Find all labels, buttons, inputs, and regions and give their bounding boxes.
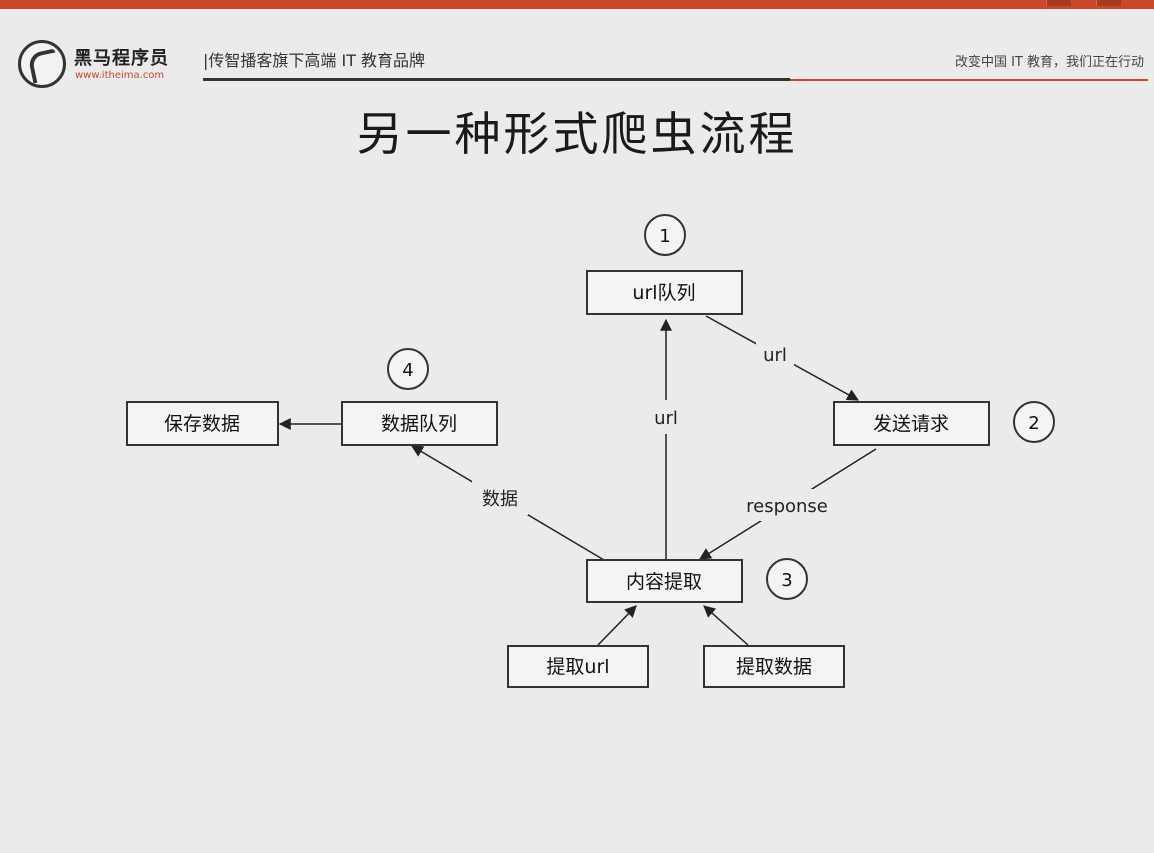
header-divider-accent — [790, 79, 1148, 81]
header-motto: 改变中国 IT 教育，我们正在行动 — [954, 55, 1144, 70]
edge-extract-data-to-content-extract — [703, 605, 749, 646]
brand-name: 黑马程序员 — [74, 48, 169, 69]
node-label-extract-url: 提取url — [546, 656, 609, 678]
close-button[interactable] — [1096, 0, 1121, 6]
node-data-queue: 数据队列 — [341, 401, 498, 446]
window-title-bar — [0, 0, 1154, 9]
brand-logo-icon — [18, 40, 66, 88]
header-divider — [203, 78, 790, 81]
node-label-extract-data: 提取数据 — [736, 656, 812, 678]
step-3-badge: 3 — [766, 558, 808, 600]
minimize-button[interactable] — [1046, 0, 1071, 6]
edge-label-response: response — [746, 496, 828, 517]
brand-url: www.itheima.com — [75, 70, 165, 81]
step-4-badge: 4 — [387, 348, 429, 390]
node-label-send-request: 发送请求 — [873, 413, 949, 435]
step-2-label: 2 — [1028, 413, 1039, 434]
step-1-badge: 1 — [644, 214, 686, 256]
node-label-url-queue: url队列 — [632, 282, 695, 304]
edge-label-data: 数据 — [482, 489, 518, 510]
brand-slogan: |传智播客旗下高端 IT 教育品牌 — [203, 51, 426, 70]
node-extract-url: 提取url — [507, 645, 649, 688]
step-2-badge: 2 — [1013, 401, 1055, 443]
node-url-queue: url队列 — [586, 270, 743, 315]
node-save-data: 保存数据 — [126, 401, 279, 446]
edge-label-url-extracted: url — [654, 408, 678, 429]
node-send-request: 发送请求 — [833, 401, 990, 446]
edge-label-url-request: url — [763, 345, 787, 366]
edge-extract-url-to-content-extract — [597, 605, 637, 646]
step-4-label: 4 — [402, 360, 413, 381]
step-3-label: 3 — [781, 570, 792, 591]
node-label-save-data: 保存数据 — [164, 413, 240, 435]
node-label-data-queue: 数据队列 — [381, 413, 457, 435]
node-content-extract: 内容提取 — [586, 559, 743, 603]
node-label-content-extract: 内容提取 — [626, 571, 702, 593]
slide-title: 另一种形式爬虫流程 — [356, 107, 798, 161]
node-extract-data: 提取数据 — [703, 645, 845, 688]
step-1-label: 1 — [659, 226, 670, 247]
